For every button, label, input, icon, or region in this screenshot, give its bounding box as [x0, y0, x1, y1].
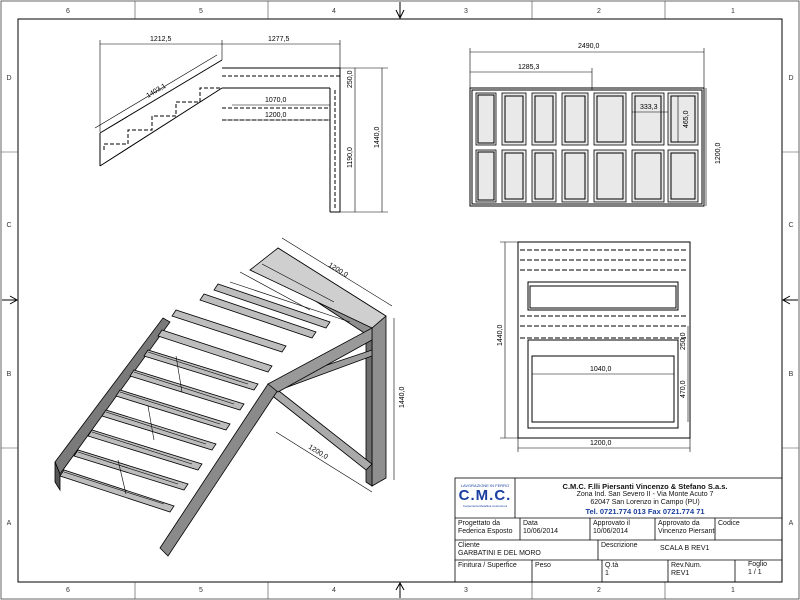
- col-label: 4: [332, 8, 336, 15]
- row-label: D: [6, 75, 11, 82]
- approved-by-cell: Approvato da Vincenzo Piersanti: [658, 520, 716, 536]
- approved-on-label: Approvato il: [593, 520, 630, 527]
- dim-label: 1200,0: [590, 440, 612, 447]
- client-value: GARBATINI E DEL MORO: [458, 550, 541, 557]
- qty-label: Q.tà: [605, 562, 619, 569]
- dim-label: 1200,0: [265, 112, 287, 119]
- col-label: 3: [464, 587, 468, 594]
- plan-view: [517, 241, 691, 439]
- company-info: C.M.C. F.lli Piersanti Vincenzo & Stefan…: [510, 482, 780, 516]
- qty-value: 1: [605, 570, 609, 577]
- dim-label: 1200,0: [327, 262, 349, 279]
- approved-by-value: Vincenzo Piersanti: [658, 528, 716, 535]
- dim-label: 1212,5: [150, 36, 172, 43]
- dim-label: 1200,0: [715, 142, 722, 164]
- dim-label: 1440,0: [399, 386, 406, 408]
- side-view: [99, 59, 341, 213]
- sheet-label: Foglio: [748, 561, 768, 568]
- row-label: C: [788, 222, 793, 229]
- col-label: 6: [66, 587, 70, 594]
- rev-cell: Rev.Num. REV1: [671, 562, 702, 578]
- weight-label: Peso: [535, 562, 551, 569]
- col-label: 1: [731, 8, 735, 15]
- rev-value: REV1: [671, 570, 690, 577]
- row-label: B: [7, 371, 12, 378]
- dim-label: 2490,0: [578, 43, 600, 50]
- dim-label: 1403,1: [145, 83, 167, 100]
- dim-label: 1440,0: [374, 126, 381, 148]
- designed-label: Progettato da: [458, 520, 501, 527]
- date-value: 10/06/2014: [523, 528, 559, 535]
- title-block-grid: [454, 477, 783, 583]
- col-label: 6: [66, 8, 70, 15]
- dim-label: 250,0: [347, 70, 354, 88]
- row-label: A: [789, 520, 794, 527]
- company-name: C.M.C. F.lli Piersanti Vincenzo & Stefan…: [562, 482, 728, 491]
- row-label: C: [6, 222, 11, 229]
- front-dimensions: [469, 48, 707, 206]
- company-tel: Tel. 0721.774 013 Fax 0721.774 71: [585, 506, 705, 516]
- description-cell: Descrizione: [601, 542, 638, 550]
- front-view: [469, 87, 705, 207]
- code-cell: Codice: [718, 520, 740, 528]
- col-label: 5: [199, 8, 203, 15]
- date-label: Data: [523, 520, 538, 527]
- client-label: Cliente: [458, 542, 480, 549]
- col-label: 2: [597, 587, 601, 594]
- company-address-2: 62047 San Lorenzo in Campo (PU): [590, 499, 700, 507]
- approved-on-cell: Approvato il 10/06/2014: [593, 520, 630, 536]
- dim-label: 470,0: [680, 380, 687, 398]
- dim-label: 1285,3: [518, 64, 540, 71]
- logo-tagline: LAVORAZIONE IN FERRO: [460, 483, 510, 488]
- date-cell: Data 10/06/2014: [523, 520, 558, 536]
- iso-dimensions: [275, 237, 395, 493]
- dim-label: 333,3: [640, 104, 658, 111]
- plan-dimensions: [500, 241, 691, 452]
- col-label: 2: [597, 8, 601, 15]
- sheet-value: 1 / 1: [748, 569, 762, 576]
- description-label: Descrizione: [601, 542, 638, 549]
- designed-by: Federica Esposto: [458, 528, 513, 535]
- col-label: 5: [199, 587, 203, 594]
- rev-label: Rev.Num.: [671, 562, 702, 569]
- dim-label: 1190,0: [347, 147, 354, 168]
- col-label: 4: [332, 587, 336, 594]
- client-cell: Cliente GARBATINI E DEL MORO: [458, 542, 541, 558]
- dim-label: 250,0: [680, 332, 687, 350]
- col-label: 1: [731, 587, 735, 594]
- company-address-1: Zona Ind. San Severo II - Via Monte Acut…: [576, 491, 714, 499]
- approved-by-label: Approvato da: [658, 520, 700, 527]
- description-value: SCALA B REV1: [660, 545, 710, 552]
- dim-label: 1040,0: [590, 366, 612, 373]
- logo-subtext: Carpenteria Metallica Costruzioni: [462, 504, 508, 508]
- logo-text: C.M.C.: [458, 487, 512, 504]
- row-label: D: [788, 75, 793, 82]
- finish-label: Finitura / Superfice: [458, 562, 517, 569]
- isometric-view: [54, 247, 387, 557]
- dim-label: 465,0: [683, 110, 690, 128]
- row-label: B: [789, 371, 794, 378]
- side-dimensions: [94, 40, 388, 213]
- row-label: A: [7, 520, 12, 527]
- sheet-cell: Foglio 1 / 1: [748, 561, 767, 577]
- qty-cell: Q.tà 1: [605, 562, 618, 578]
- company-logo: LAVORAZIONE IN FERRO C.M.C. Carpenteria …: [457, 483, 513, 517]
- col-label: 3: [464, 8, 468, 15]
- approved-on-value: 10/06/2014: [593, 528, 629, 535]
- dim-label: 1440,0: [497, 324, 504, 346]
- code-label: Codice: [718, 520, 740, 527]
- designed-cell: Progettato da Federica Esposto: [458, 520, 512, 536]
- dim-label: 1277,5: [268, 36, 290, 43]
- dim-label: 1070,0: [265, 97, 287, 104]
